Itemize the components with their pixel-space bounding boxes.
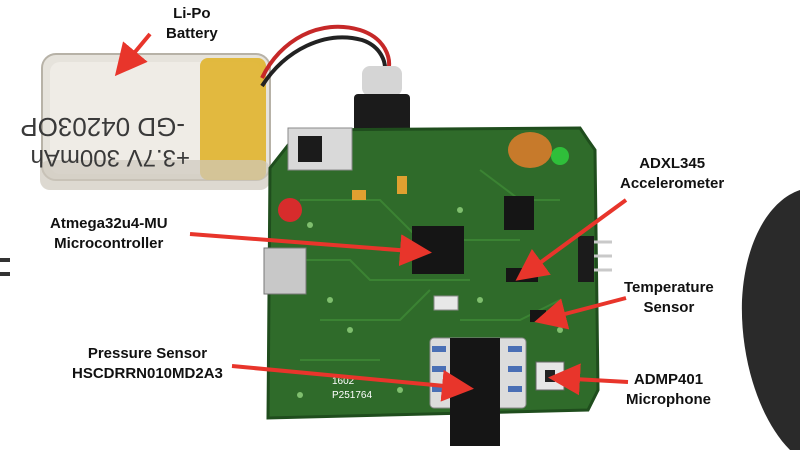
arrow-pressure [231,364,474,402]
label-mic-line2: Microphone [626,391,711,408]
label-mcu-line1: Atmega32u4-MU [50,215,168,232]
left-edge-cable-2 [0,272,10,276]
label-mic: ADMP401 Microphone [626,370,711,410]
left-edge-cable [0,258,10,262]
tantalum-cap-2 [397,176,407,194]
label-adxl: ADXL345 Accelerometer [620,154,724,194]
tantalum-cap-1 [352,190,366,200]
header-pins [578,236,612,282]
label-pressure-line2: HSCDRRN010MD2A3 [72,365,223,382]
label-battery: Li-Po Battery [166,4,218,44]
lipo-battery: -GD 04203OP +3.7V 300mAh [20,53,271,190]
slide-switch-knob [298,136,322,162]
label-temp-line1: Temperature [624,279,714,296]
electrolytic-capacitor [508,132,552,168]
red-led [278,198,302,222]
crystal [433,295,459,311]
wire-connector-sleeve [362,66,402,96]
label-mcu: Atmega32u4-MU Microcontroller [50,214,168,254]
micro-usb-port [263,247,307,295]
board-print-serial: P251764 [332,390,372,401]
label-mic-line1: ADMP401 [633,371,704,388]
battery-print-line1: -GD 04203OP [20,112,185,142]
arrow-battery [114,32,152,77]
arrow-mic [548,363,629,396]
battery-wire-red [260,24,391,79]
pressure-sensor [429,337,527,446]
ic1-chip [504,196,534,230]
label-pressure-line1: Pressure Sensor [87,345,208,362]
board-print-1602: 1602 [332,376,355,387]
label-battery-line2: Battery [166,25,218,42]
arrow-temp [534,296,627,330]
label-mcu-line2: Microcontroller [54,235,164,252]
green-led [551,147,569,165]
label-pressure: Pressure Sensor HSCDRRN010MD2A3 [72,344,223,384]
label-battery-line1: Li-Po [173,5,211,22]
battery-print-line2: +3.7V 300mAh [31,144,190,171]
arrow-mcu [189,232,432,267]
label-temp-line2: Sensor [643,299,695,316]
label-adxl-line2: Accelerometer [620,175,725,192]
label-temp: Temperature Sensor [624,278,714,318]
microphone-port [545,370,555,382]
arrow-adxl [515,198,628,281]
label-adxl-line1: ADXL345 [639,155,706,172]
battery-wire-black [260,35,387,88]
dark-object [741,190,800,450]
